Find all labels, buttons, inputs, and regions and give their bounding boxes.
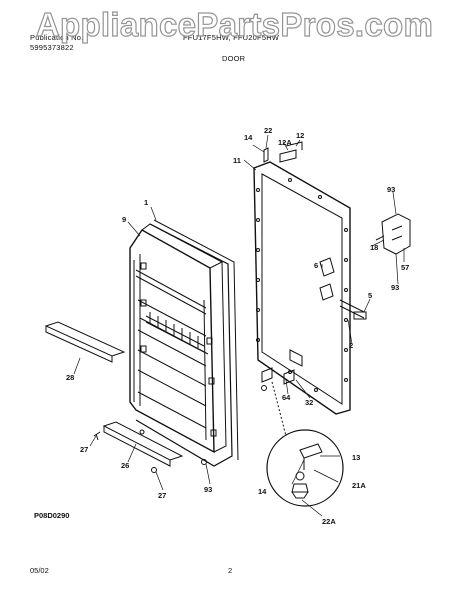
- part-label: 2: [349, 341, 353, 350]
- part-label: 22A: [322, 517, 336, 526]
- part-label: 28: [66, 373, 74, 382]
- part-label: 64: [282, 393, 291, 402]
- door-liner: [129, 219, 239, 467]
- shelf-rail: [44, 321, 126, 363]
- bottom-hinge-parts: [261, 367, 295, 391]
- leader-lines: [73, 134, 405, 517]
- part-label: 26: [121, 461, 129, 470]
- bottom-rail: [102, 421, 184, 467]
- part-label: 18: [370, 243, 378, 252]
- part-label: 93: [387, 185, 395, 194]
- publication-label: Publication No.: [30, 33, 84, 42]
- screws: [93, 429, 207, 473]
- model-numbers: FFU17F5HW, FFU20F5HW: [183, 33, 280, 42]
- part-label: 5: [368, 291, 372, 300]
- part-label: 11: [233, 156, 241, 165]
- top-hinge-parts: [263, 141, 303, 163]
- part-label: 6: [314, 261, 318, 270]
- footer-date: 05/02: [30, 566, 49, 575]
- part-label: 93: [204, 485, 212, 494]
- publication-number: 5995373822: [30, 43, 74, 52]
- hinge-bracket: [375, 213, 411, 255]
- part-label: 32: [305, 398, 313, 407]
- part-label: 27: [80, 445, 88, 454]
- part-labels: 1 2 5 6 9 11 12 12A 13 14 14 18 21A 22 2…: [66, 126, 409, 526]
- part-label: 14: [244, 133, 253, 142]
- figure-id: P08D0290: [34, 511, 70, 520]
- page-number: 2: [228, 566, 233, 575]
- part-label: 57: [401, 263, 409, 272]
- part-label: 27: [158, 491, 166, 500]
- part-label: 1: [144, 198, 148, 207]
- part-label: 22: [264, 126, 272, 135]
- part-label: 14: [258, 487, 267, 496]
- door-outer-panel: [253, 161, 367, 415]
- part-label: 12: [296, 131, 304, 140]
- part-label: 93: [391, 283, 399, 292]
- section-title: DOOR: [222, 54, 246, 63]
- site-watermark: AppliancePartsPros.com: [35, 5, 434, 43]
- part-label: 12A: [278, 138, 292, 147]
- part-label: 9: [122, 215, 126, 224]
- part-label: 13: [352, 453, 360, 462]
- part-label: 21A: [352, 481, 366, 490]
